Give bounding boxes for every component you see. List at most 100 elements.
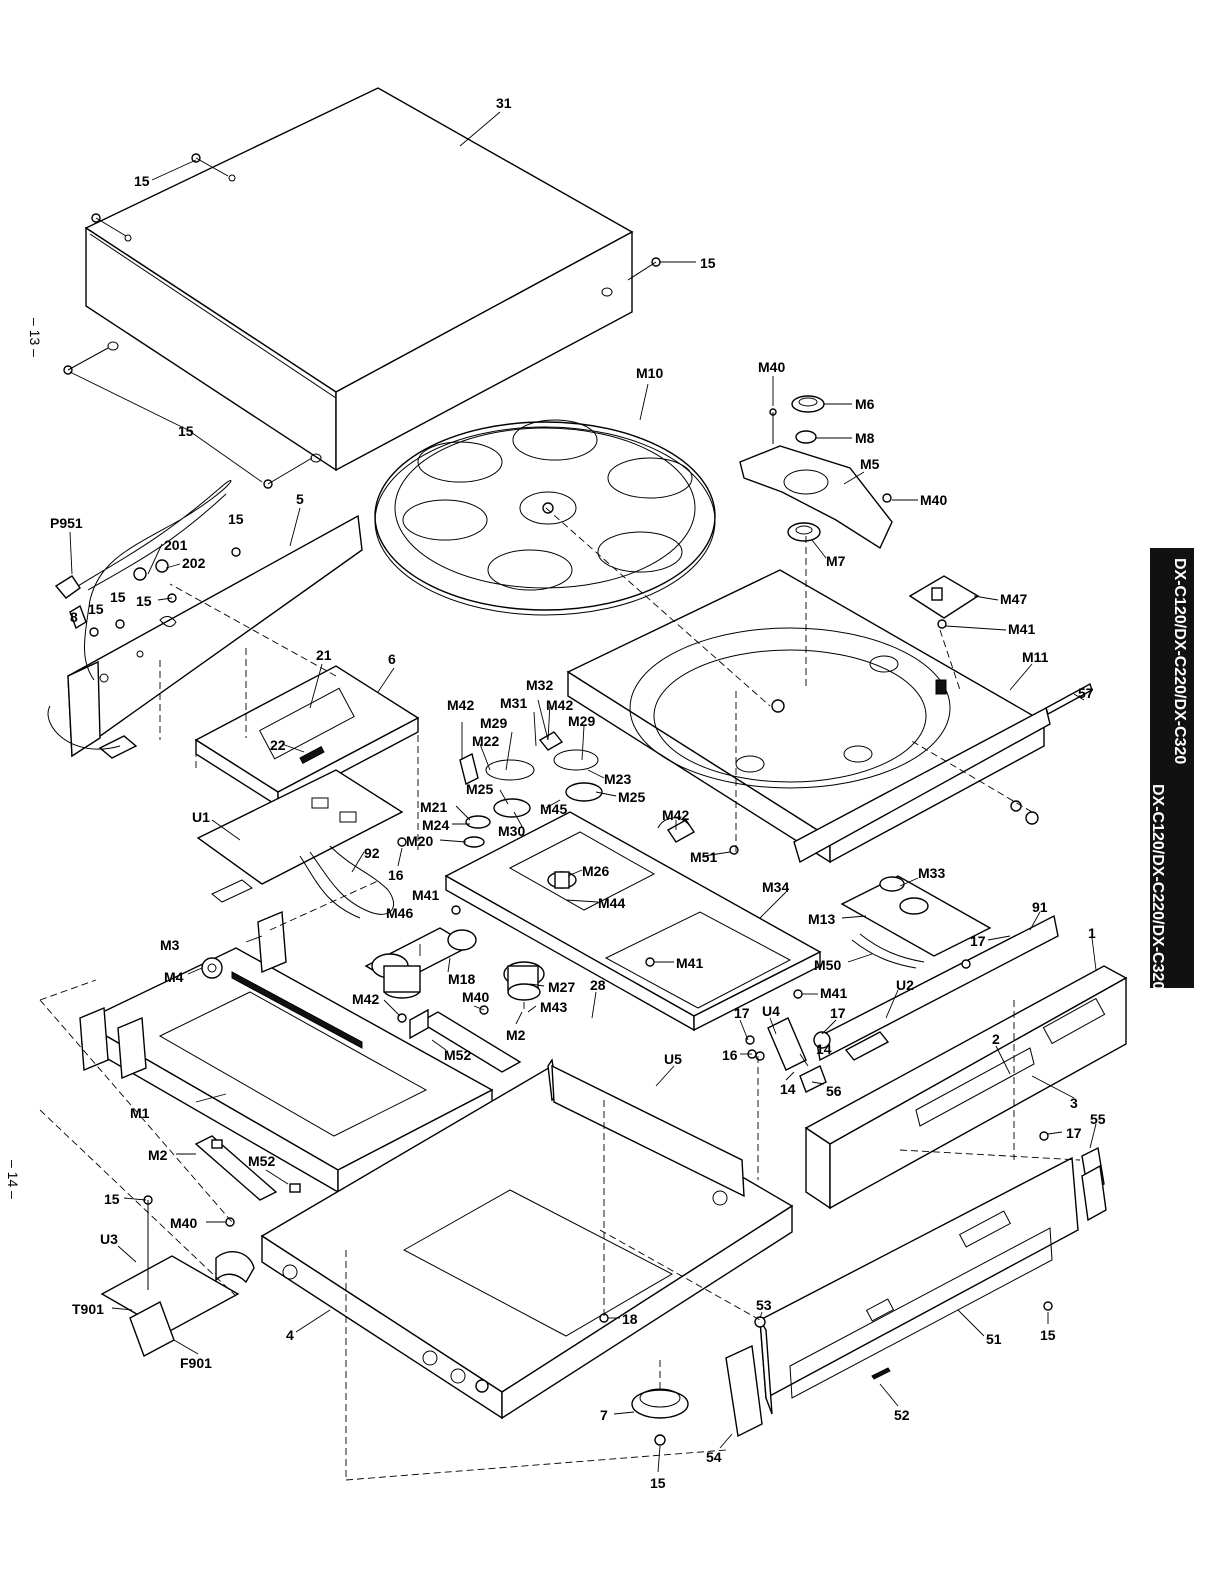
power-board bbox=[100, 1195, 255, 1357]
label-14: 14 bbox=[816, 1041, 832, 1057]
label-M51: M51 bbox=[690, 849, 717, 865]
label-3: 3 bbox=[1070, 1095, 1078, 1111]
label-T901: T901 bbox=[72, 1301, 104, 1317]
label-14: 14 bbox=[780, 1081, 796, 1097]
top-cover bbox=[84, 87, 634, 472]
label-M2: M2 bbox=[148, 1147, 168, 1163]
part-labels: 31 15 15 15 15 M10 M40 M6 M8 M5 M40 M7 P… bbox=[50, 95, 1106, 1491]
label-U1: U1 bbox=[192, 809, 210, 825]
label-M5: M5 bbox=[860, 456, 880, 472]
label-M42: M42 bbox=[352, 991, 379, 1007]
page-number-upper: – 13 – bbox=[27, 318, 43, 357]
assembly-guide-lines bbox=[39, 507, 1081, 1481]
label-M23: M23 bbox=[604, 771, 631, 787]
label-M7: M7 bbox=[826, 553, 846, 569]
label-M40: M40 bbox=[758, 359, 785, 375]
label-M32: M32 bbox=[526, 677, 553, 693]
label-56: 56 bbox=[826, 1083, 842, 1099]
label-16: 16 bbox=[722, 1047, 738, 1063]
label-M25: M25 bbox=[618, 789, 645, 805]
label-M41: M41 bbox=[1008, 621, 1035, 637]
label-201: 201 bbox=[164, 537, 188, 553]
label-202: 202 bbox=[182, 555, 206, 571]
label-M11: M11 bbox=[1022, 649, 1049, 665]
label-M47: M47 bbox=[1000, 591, 1027, 607]
model-tab-text: DX-C120/DX-C220/DX-C320 bbox=[1171, 558, 1188, 765]
label-54: 54 bbox=[706, 1449, 722, 1465]
label-U3: U3 bbox=[100, 1231, 118, 1247]
page-number-lower: – 14 – bbox=[5, 1160, 21, 1199]
label-6: 6 bbox=[388, 651, 396, 667]
label-M33: M33 bbox=[918, 865, 945, 881]
label-M40: M40 bbox=[170, 1215, 197, 1231]
label-M13: M13 bbox=[808, 911, 835, 927]
rear-panel bbox=[47, 480, 363, 759]
label-51: 51 bbox=[986, 1331, 1002, 1347]
mechanism-frame bbox=[79, 910, 494, 1194]
model-tab bbox=[1150, 548, 1194, 988]
label-M41: M41 bbox=[820, 985, 847, 1001]
label-28: 28 bbox=[590, 977, 606, 993]
label-P951: P951 bbox=[50, 515, 83, 531]
mechanism-chassis bbox=[566, 569, 1093, 864]
label-22: 22 bbox=[270, 737, 286, 753]
label-M8: M8 bbox=[855, 430, 875, 446]
label-M22: M22 bbox=[472, 733, 499, 749]
label-7: 7 bbox=[600, 1407, 608, 1423]
optical-pickup bbox=[840, 875, 992, 969]
main-pcb bbox=[196, 769, 404, 919]
label-U5: U5 bbox=[664, 1051, 682, 1067]
label-U4: U4 bbox=[762, 1003, 780, 1019]
label-31: 31 bbox=[496, 95, 512, 111]
label-M1: M1 bbox=[130, 1105, 150, 1121]
foot bbox=[631, 1388, 689, 1446]
label-F901: F901 bbox=[180, 1355, 212, 1371]
rear-board-plate bbox=[813, 914, 1059, 1062]
label-52: 52 bbox=[894, 1407, 910, 1423]
label-5: 5 bbox=[296, 491, 304, 507]
label-15: 15 bbox=[110, 589, 126, 605]
label-M44: M44 bbox=[598, 895, 625, 911]
label-M30: M30 bbox=[498, 823, 525, 839]
label-M42: M42 bbox=[546, 697, 573, 713]
loading-motor bbox=[364, 927, 477, 1023]
label-17: 17 bbox=[734, 1005, 750, 1021]
sensor-board bbox=[908, 575, 980, 629]
label-M40: M40 bbox=[462, 989, 489, 1005]
label-21: 21 bbox=[316, 647, 332, 663]
label-15: 15 bbox=[228, 511, 244, 527]
clamper-assembly bbox=[739, 395, 893, 550]
label-15: 15 bbox=[88, 601, 104, 617]
label-8: 8 bbox=[70, 609, 78, 625]
label-M6: M6 bbox=[855, 396, 875, 412]
label-M18: M18 bbox=[448, 971, 475, 987]
label-15: 15 bbox=[136, 593, 152, 609]
label-M3: M3 bbox=[160, 937, 180, 953]
label-18: 18 bbox=[622, 1311, 638, 1327]
label-15: 15 bbox=[700, 255, 716, 271]
label-M20: M20 bbox=[406, 833, 433, 849]
label-M4: M4 bbox=[164, 969, 184, 985]
label-M52: M52 bbox=[248, 1153, 275, 1169]
label-16: 16 bbox=[388, 867, 404, 883]
label-M24: M24 bbox=[422, 817, 449, 833]
label-M29: M29 bbox=[568, 713, 595, 729]
label-2: 2 bbox=[992, 1031, 1000, 1047]
label-M41: M41 bbox=[676, 955, 703, 971]
label-M26: M26 bbox=[582, 863, 609, 879]
label-M45: M45 bbox=[540, 801, 567, 817]
label-M21: M21 bbox=[420, 799, 447, 815]
label-15: 15 bbox=[1040, 1327, 1056, 1343]
label-15: 15 bbox=[178, 423, 194, 439]
label-M40: M40 bbox=[920, 492, 947, 508]
label-M2: M2 bbox=[506, 1027, 526, 1043]
front-panel bbox=[725, 1146, 1107, 1438]
label-M25: M25 bbox=[466, 781, 493, 797]
label-M42: M42 bbox=[662, 807, 689, 823]
label-U2: U2 bbox=[896, 977, 914, 993]
label-53: 53 bbox=[756, 1297, 772, 1313]
label-15: 15 bbox=[134, 173, 150, 189]
label-M10: M10 bbox=[636, 365, 663, 381]
arm-bracket bbox=[409, 1005, 522, 1073]
label-M41: M41 bbox=[412, 887, 439, 903]
